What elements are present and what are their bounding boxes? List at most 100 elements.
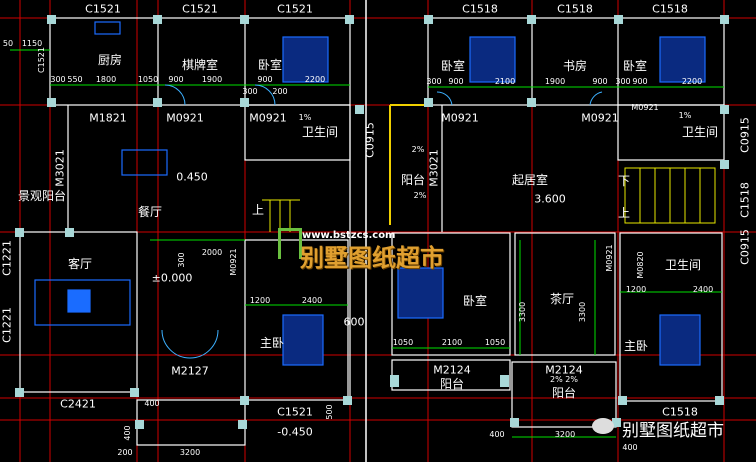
room-label-bathroom: 卫生间 bbox=[301, 125, 339, 139]
slope-label: 2% bbox=[411, 145, 425, 154]
room-label-bedroom: 卧室 bbox=[440, 59, 466, 73]
dimension-label: 2200 bbox=[304, 75, 326, 84]
door-label: M3021 bbox=[53, 149, 67, 187]
window-label: C0915 bbox=[363, 122, 377, 158]
dimension-label: 1050 bbox=[484, 338, 506, 347]
elevation-label: -0.450 bbox=[277, 425, 313, 439]
dimension-label: 1800 bbox=[95, 75, 117, 84]
window-label: C1518 bbox=[652, 2, 688, 16]
room-label-bathroom: 卫生间 bbox=[681, 125, 719, 139]
door-label: M0820 bbox=[636, 251, 645, 279]
dimension-label: 2000 bbox=[201, 248, 223, 257]
room-label-balcony: 阳台 bbox=[439, 377, 465, 391]
elevation-label: 0.450 bbox=[176, 170, 208, 184]
room-label-bathroom: 卫生间 bbox=[664, 258, 702, 272]
room-label-master-bedroom: 主卧 bbox=[623, 339, 649, 353]
room-label-tea-room: 茶厅 bbox=[549, 292, 575, 306]
dimension-label: 1200 bbox=[625, 285, 647, 294]
dimension-label: 3200 bbox=[179, 448, 201, 457]
dimension-label: 2200 bbox=[681, 77, 703, 86]
dimension-label: 900 bbox=[168, 75, 184, 84]
wechat-account-name: 别墅图纸超市 bbox=[622, 421, 724, 441]
window-label: C1221 bbox=[0, 240, 14, 276]
door-label: M0921 bbox=[605, 244, 614, 272]
walls bbox=[19, 17, 725, 446]
dimension-label: 900 bbox=[632, 77, 648, 86]
dimension-label: 300 bbox=[615, 77, 631, 86]
room-label-family-room: 起居室 bbox=[511, 173, 549, 187]
room-label-bedroom: 卧室 bbox=[622, 59, 648, 73]
dimension-label: 1900 bbox=[544, 77, 566, 86]
door-label: M0921 bbox=[249, 111, 287, 125]
bed bbox=[659, 36, 706, 83]
dimension-label: 400 bbox=[123, 425, 132, 441]
room-label-chess-room: 棋牌室 bbox=[181, 58, 219, 72]
window-label: C0915 bbox=[738, 229, 752, 265]
dining-table bbox=[121, 149, 168, 176]
door-label: M0921 bbox=[229, 248, 238, 276]
door-label: M1821 bbox=[89, 111, 127, 125]
dimension-label: 2400 bbox=[692, 285, 714, 294]
window-label: C1518 bbox=[462, 2, 498, 16]
door-swings bbox=[161, 84, 603, 359]
door-label: M2124 bbox=[545, 363, 583, 377]
door-label: M0921 bbox=[631, 103, 659, 112]
dimension-label: 2100 bbox=[441, 338, 463, 347]
stairs-down-label: 下 bbox=[617, 174, 631, 188]
room-label-dining: 餐厅 bbox=[137, 205, 163, 219]
sofa bbox=[34, 279, 131, 326]
room-label-living: 客厅 bbox=[67, 257, 93, 271]
door-label: M0921 bbox=[581, 111, 619, 125]
room-label-scenic-balcony: 景观阳台 bbox=[17, 189, 67, 203]
dimension-label: 900 bbox=[592, 77, 608, 86]
room-label-balcony: 阳台 bbox=[400, 173, 426, 187]
stairs-up-label: 上 bbox=[251, 203, 265, 217]
bed bbox=[282, 314, 324, 366]
window-label: C1221 bbox=[0, 307, 14, 343]
dimension-label: 200 bbox=[117, 448, 133, 457]
dimension-label: 2400 bbox=[301, 296, 323, 305]
dimension-label: 200 bbox=[272, 87, 288, 96]
slope-label: 1% bbox=[678, 111, 692, 120]
dimension-label: 3200 bbox=[554, 430, 576, 439]
stairs-up-label: 上 bbox=[617, 206, 631, 220]
dimension-label: 500 bbox=[325, 404, 334, 420]
window-label: C1521 bbox=[37, 47, 46, 73]
door-label: M3021 bbox=[427, 149, 441, 187]
window-label: C1521 bbox=[277, 2, 313, 16]
dimension-label: 1150 bbox=[21, 39, 43, 48]
window-label: C1518 bbox=[738, 182, 752, 218]
dimension-label: 300 bbox=[50, 75, 66, 84]
dimension-label: 900 bbox=[257, 75, 273, 84]
window-label: C1521 bbox=[85, 2, 121, 16]
slope-label: 1% bbox=[298, 113, 312, 122]
dimension-label: 300 bbox=[242, 87, 258, 96]
door-label: M0921 bbox=[166, 111, 204, 125]
dimension-label: 3300 bbox=[518, 301, 527, 323]
room-label-master-bedroom: 主卧 bbox=[259, 336, 285, 350]
dimension-label: 300 bbox=[177, 252, 186, 268]
columns bbox=[15, 15, 729, 429]
dimension-lines bbox=[10, 49, 724, 438]
bed bbox=[397, 267, 444, 319]
wechat-icon bbox=[592, 418, 614, 434]
slope-label: 2% bbox=[413, 191, 427, 200]
window-label: C1518 bbox=[557, 2, 593, 16]
dimension-label: 300 bbox=[426, 77, 442, 86]
door-label: M0921 bbox=[441, 111, 479, 125]
dimension-label: 400 bbox=[622, 443, 638, 452]
room-label-bedroom: 卧室 bbox=[257, 58, 283, 72]
window-label: C2421 bbox=[60, 397, 96, 411]
watermark-logo-text: 别墅图纸超市 bbox=[300, 244, 444, 272]
dimension-label: 400 bbox=[144, 399, 160, 408]
bed bbox=[659, 314, 701, 366]
room-label-kitchen: 厨房 bbox=[97, 53, 123, 67]
dimension-label: 550 bbox=[67, 75, 83, 84]
dimension-label: 400 bbox=[489, 430, 505, 439]
dimension-label: 600 bbox=[343, 315, 365, 329]
door-label: M2124 bbox=[433, 363, 471, 377]
dimension-label: 50 bbox=[2, 39, 14, 48]
window-label: C1518 bbox=[662, 405, 698, 419]
